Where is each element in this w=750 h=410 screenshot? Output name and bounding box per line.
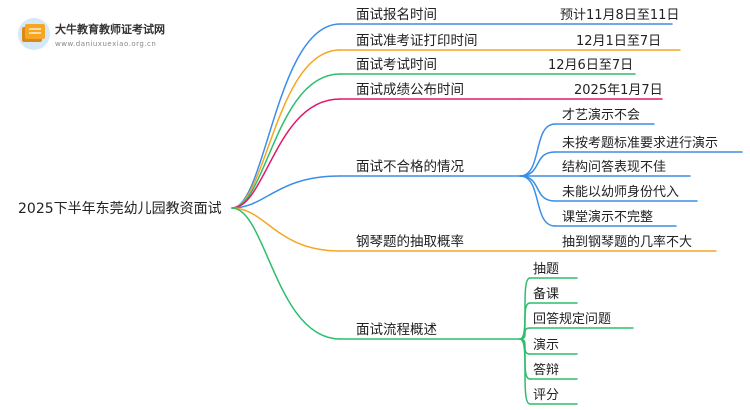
leaf-node: 未能以幼师身份代入 <box>562 184 679 200</box>
leaf-edge <box>519 151 556 177</box>
leaf-node: 才艺演示不会 <box>562 107 640 123</box>
leaf-edge <box>519 338 531 405</box>
leaf-node: 12月6日至7日 <box>548 58 633 73</box>
root-edge <box>231 207 341 340</box>
leaf-edge <box>519 175 556 202</box>
branch-node: 钢琴题的抽取概率 <box>356 233 464 250</box>
root-edge <box>231 98 341 209</box>
root-edge <box>231 23 341 209</box>
leaf-node: 预计11月8日至11日 <box>560 8 679 23</box>
leaf-edge <box>519 123 556 177</box>
leaf-node: 评分 <box>533 388 559 403</box>
site-logo: 大牛教育教师证考试网 www.daniuxuexiao.org.cn <box>18 18 165 50</box>
branch-node: 面试考试时间 <box>356 57 437 73</box>
leaf-node: 结构问答表现不佳 <box>562 159 666 175</box>
leaf-node: 演示 <box>533 337 559 353</box>
branch-node: 面试报名时间 <box>356 7 437 23</box>
leaf-node: 2025年1月7日 <box>574 83 663 98</box>
branch-node: 面试准考证打印时间 <box>356 32 478 49</box>
leaf-node: 答辩 <box>533 362 559 378</box>
logo-title: 大牛教育教师证考试网 <box>55 22 165 36</box>
branch-node: 面试流程概述 <box>356 322 437 338</box>
leaf-node: 课堂演示不完整 <box>562 209 653 225</box>
mindmap-labels: 2025下半年东莞幼儿园教资面试 面试报名时间 预计11月8日至11日面试准考证打印… <box>18 7 718 403</box>
branch-node: 面试成绩公布时间 <box>356 82 464 98</box>
leaf-node: 抽题 <box>533 262 559 277</box>
mindmap-edges <box>231 23 743 405</box>
branch-node: 面试不合格的情况 <box>356 159 464 175</box>
root-node: 2025下半年东莞幼儿园教资面试 <box>18 201 222 217</box>
root-edge <box>231 49 341 209</box>
leaf-node: 回答规定问题 <box>533 311 611 327</box>
leaf-node: 12月1日至7日 <box>576 34 661 49</box>
book-icon <box>22 24 45 42</box>
root-edge <box>231 175 341 209</box>
logo-url: www.daniuxuexiao.org.cn <box>55 40 156 48</box>
leaf-edge <box>519 302 531 340</box>
leaf-node: 抽到钢琴题的几率不大 <box>562 234 692 250</box>
leaf-node: 未按考题标准要求进行演示 <box>562 135 718 151</box>
leaf-edge <box>519 327 531 340</box>
leaf-edge <box>519 175 556 227</box>
root-edge <box>231 73 341 209</box>
root-edge <box>231 207 341 252</box>
leaf-node: 备课 <box>533 286 559 302</box>
